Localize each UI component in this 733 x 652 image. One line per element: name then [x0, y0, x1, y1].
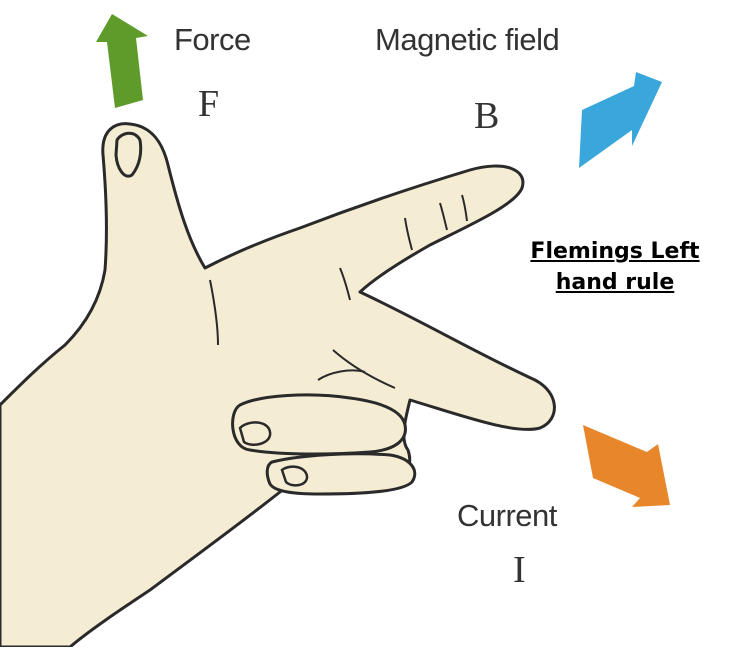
- title-line-2: hand rule: [555, 270, 675, 295]
- palm-line-2: [339, 267, 351, 301]
- title-line-1: Flemings Left: [530, 239, 700, 264]
- force-label: Force: [174, 22, 251, 57]
- index-crease-1: [404, 217, 413, 251]
- field-arrow: [579, 72, 662, 168]
- current-label: Current: [457, 498, 557, 533]
- current-arrow: [583, 425, 670, 507]
- diagram-title: Flemings Left hand rule: [498, 236, 732, 298]
- magnetic-field-symbol: B: [474, 95, 500, 137]
- force-symbol: F: [198, 83, 220, 125]
- magnetic-field-label: Magnetic field: [375, 22, 560, 57]
- ring-nail: [238, 421, 272, 446]
- curled-finger-ring: [231, 393, 407, 456]
- palm-line-1: [209, 279, 219, 346]
- hand-outline: [0, 122, 556, 649]
- index-crease-3: [461, 194, 468, 222]
- index-crease-2: [439, 202, 448, 231]
- curled-finger-little: [265, 452, 417, 496]
- little-nail: [280, 465, 309, 487]
- current-symbol: I: [513, 549, 526, 591]
- palm-line-4: [317, 369, 366, 381]
- force-arrow: [96, 14, 148, 108]
- thumb-nail: [114, 131, 143, 178]
